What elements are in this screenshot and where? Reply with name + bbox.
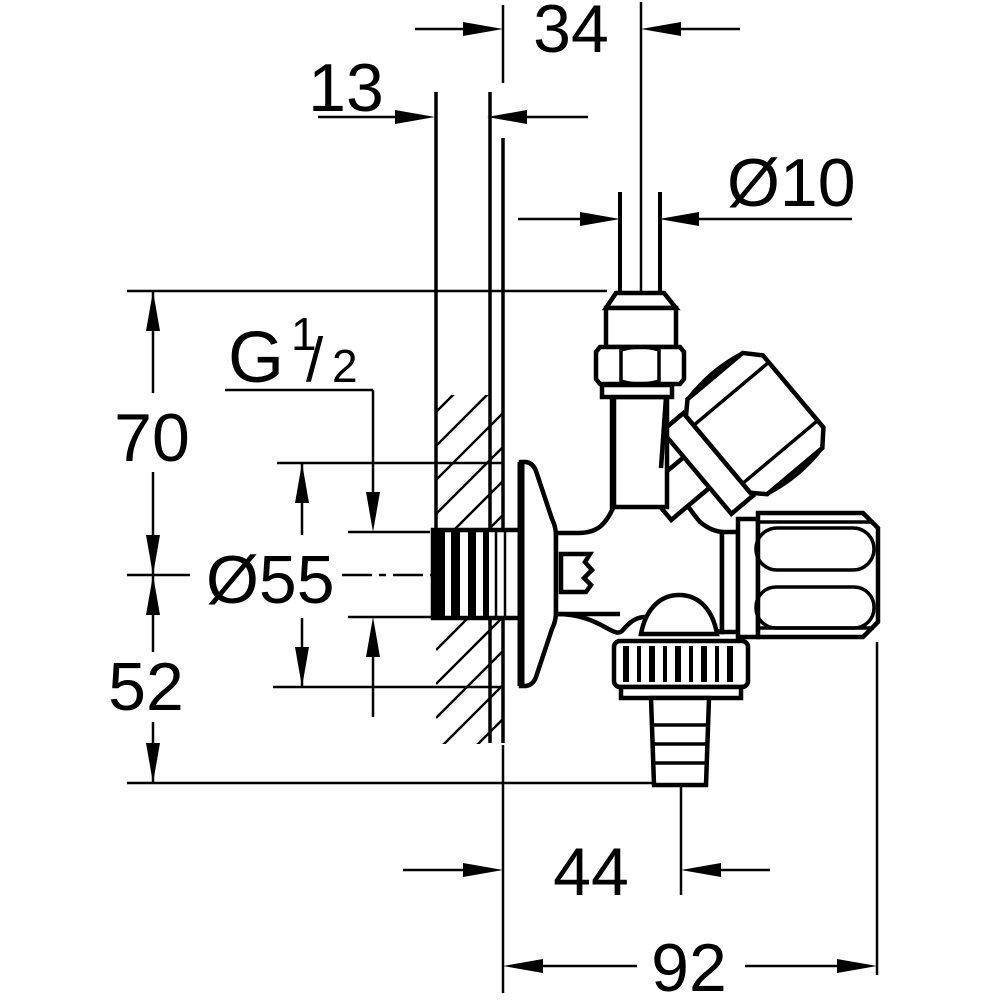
dimension-92: 92 bbox=[501, 642, 879, 1000]
arrowhead-down bbox=[366, 492, 380, 532]
dim-34-label: 34 bbox=[533, 0, 609, 67]
thread-ridge bbox=[468, 532, 476, 616]
hatch-line bbox=[436, 441, 503, 515]
dim-92-label: 92 bbox=[651, 930, 727, 1000]
hex-arc-top bbox=[686, 351, 744, 401]
dimension-34: 34 bbox=[415, 0, 740, 83]
dimension-g12: G 1 / 2 bbox=[225, 308, 433, 717]
escutcheon bbox=[517, 459, 559, 689]
hatch-line bbox=[436, 679, 503, 744]
thread-ridge bbox=[451, 532, 460, 616]
hose-barb bbox=[648, 695, 712, 788]
arrowhead-down bbox=[146, 743, 160, 783]
arrowhead-right bbox=[463, 863, 503, 877]
wall-section bbox=[434, 92, 505, 744]
knurl-teeth bbox=[623, 646, 733, 682]
knob-collar bbox=[719, 529, 741, 635]
dim-70-label: 70 bbox=[114, 400, 190, 476]
hatch-line bbox=[436, 395, 503, 413]
hex-facet-line bbox=[741, 419, 819, 485]
dimension-lines: 34 13 Ø10 70 bbox=[108, 0, 879, 1000]
hex-facet-line bbox=[692, 360, 770, 427]
knob-lobe-lower bbox=[754, 585, 876, 630]
hex-arc-bottom bbox=[766, 446, 824, 496]
arrowhead-left bbox=[641, 22, 681, 36]
compression-hex-nut bbox=[593, 344, 687, 387]
arrowhead-right bbox=[463, 22, 503, 36]
thread-label-numerator: 1 bbox=[291, 308, 317, 360]
dim-13-label: 13 bbox=[308, 50, 384, 126]
thread-ridge bbox=[434, 532, 445, 616]
dim-52-label: 52 bbox=[108, 649, 184, 725]
neck-right-edge bbox=[658, 396, 669, 469]
thread-label-g: G bbox=[228, 318, 284, 398]
hatch-line bbox=[436, 645, 503, 719]
dim-44-label: 44 bbox=[553, 834, 629, 910]
dimension-70: 70 bbox=[114, 289, 607, 577]
threaded-wall-connection bbox=[430, 527, 524, 621]
arrowhead-down bbox=[295, 647, 309, 687]
hatch-line bbox=[436, 407, 503, 481]
compression-ferrule bbox=[603, 305, 679, 350]
neck-fill bbox=[609, 394, 670, 510]
upper-outlet bbox=[642, 350, 826, 524]
arrowhead-down bbox=[146, 535, 160, 575]
top-connection bbox=[593, 192, 687, 510]
thread-label-denominator: 2 bbox=[332, 340, 358, 392]
arrowhead-right bbox=[395, 110, 435, 124]
dim-d10-label: Ø10 bbox=[727, 145, 856, 221]
dim-d55-label: Ø55 bbox=[206, 542, 335, 618]
outlet-dome bbox=[638, 592, 720, 637]
arrowhead-left bbox=[487, 110, 527, 124]
arrowhead-left bbox=[503, 959, 543, 973]
dimension-44: 44 bbox=[403, 787, 770, 910]
dimension-d10: Ø10 bbox=[518, 145, 856, 226]
arrowhead-up bbox=[366, 617, 380, 657]
body-break-out bbox=[558, 551, 596, 595]
hose-outlet bbox=[611, 592, 751, 788]
knob-base-ring bbox=[735, 516, 761, 640]
thread-ridge bbox=[483, 532, 489, 616]
hatch-line bbox=[436, 611, 503, 685]
hex-arc-top bbox=[620, 345, 660, 352]
hatch-line bbox=[436, 395, 503, 447]
handle-knob bbox=[719, 510, 881, 640]
nut-flange bbox=[599, 382, 675, 400]
hatch-line bbox=[436, 713, 503, 744]
arrowhead-right bbox=[837, 959, 877, 973]
knob-body bbox=[755, 510, 881, 640]
dimension-52: 52 bbox=[108, 575, 652, 785]
escutcheon-bell bbox=[518, 459, 559, 689]
arrowhead-left bbox=[659, 212, 699, 226]
thread-label-slash: / bbox=[306, 326, 324, 395]
arrowhead-left bbox=[681, 863, 721, 877]
thread-body bbox=[430, 527, 524, 621]
dimension-13: 13 bbox=[308, 50, 588, 126]
dimension-d55: Ø55 bbox=[206, 461, 503, 689]
knob-lobe-upper bbox=[754, 526, 876, 572]
arrowhead-right bbox=[580, 212, 620, 226]
